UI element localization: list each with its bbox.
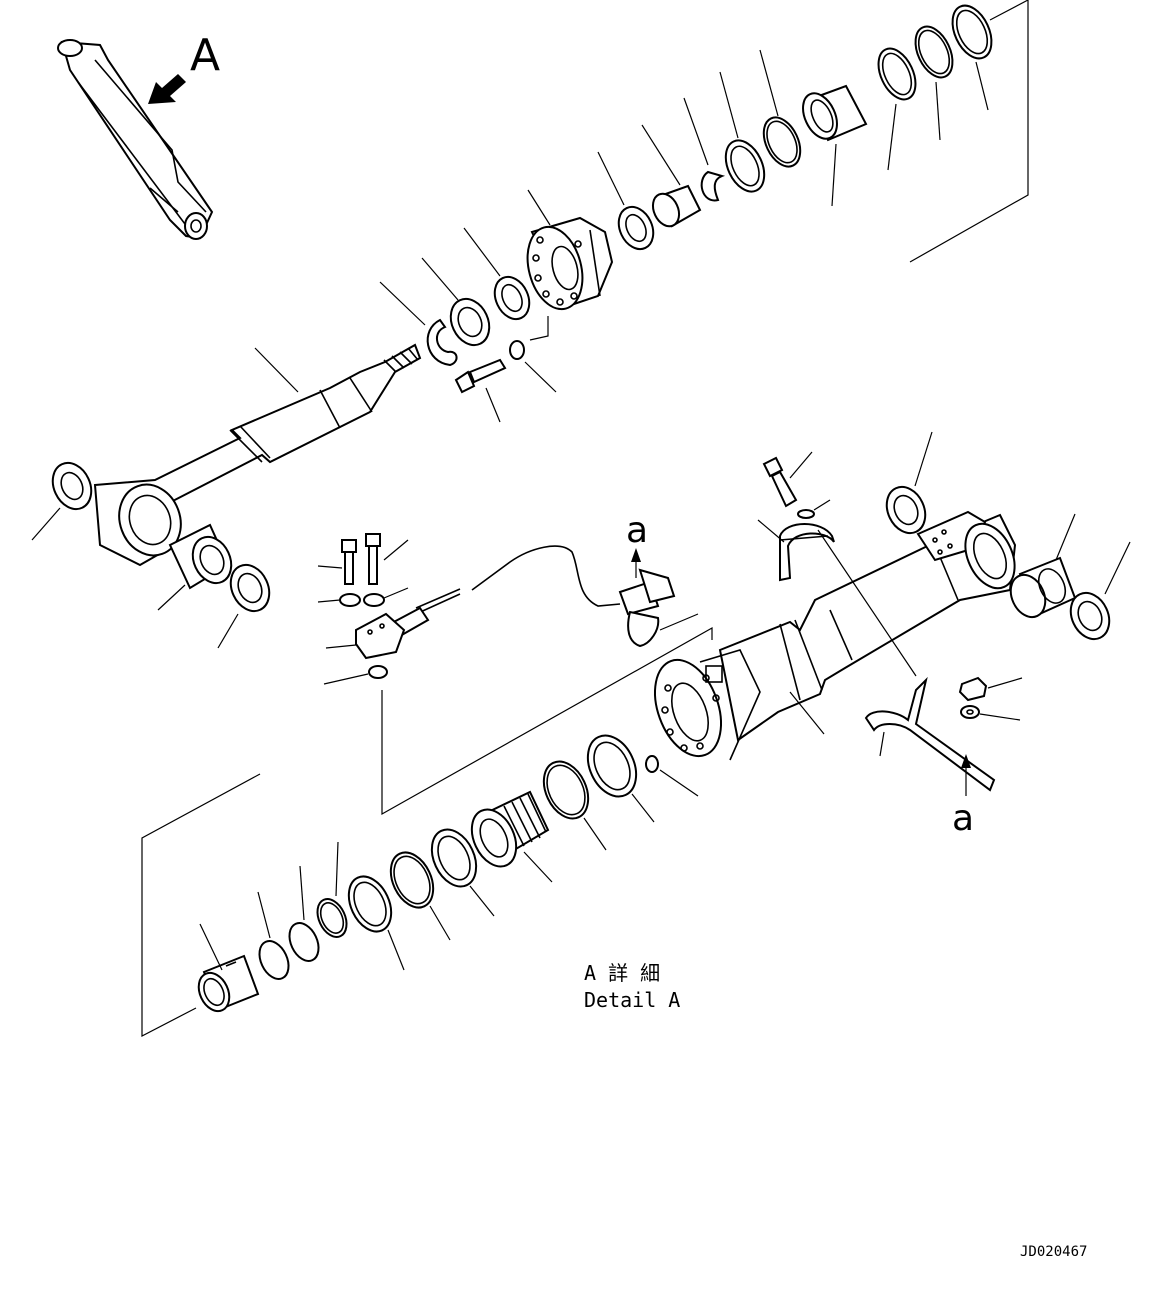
piston-seal-ring-a [586, 734, 655, 823]
rod-bushing-ring [421, 257, 491, 347]
clamp-guide-line [817, 529, 917, 677]
pipe-fitting-upper [618, 568, 699, 648]
head-bolt [454, 358, 507, 423]
cylinder-bottom-flange [654, 649, 761, 761]
rod-end-bushing-left [31, 461, 93, 541]
view-marker-label: A [190, 30, 220, 81]
detail-title-japanese: A 詳 細 [584, 961, 660, 985]
head-seal-group-bracket [909, 0, 1029, 263]
clamp-bolt [762, 451, 813, 508]
buffer-ring [597, 151, 655, 251]
pipe-flange [325, 612, 406, 660]
connection-arrow-upper [631, 548, 641, 578]
rod-end-bushing [157, 523, 233, 611]
cushion-ring-3 [257, 891, 290, 980]
bracket-nut [958, 676, 1023, 702]
hydraulic-pipe [388, 545, 621, 638]
drawing-number: JD020467 [1020, 1244, 1087, 1260]
cushion-sleeve [197, 923, 260, 1013]
piston-nut [645, 755, 699, 797]
cushion-ring-2 [288, 865, 320, 962]
tube-end-bushing [1009, 513, 1077, 619]
connection-marker-a-upper: a [626, 510, 648, 551]
cylinder-head [526, 189, 614, 341]
head-seal-ring-2 [914, 25, 954, 141]
piston-rod [93, 343, 422, 567]
overview-cylinder-thumbnail [57, 39, 214, 240]
piston-ring-e [347, 875, 405, 971]
piston-ring-d [389, 851, 451, 941]
cylinder-tube [718, 510, 1017, 742]
flange-bolt-2 [365, 533, 409, 585]
piston [470, 790, 553, 883]
connection-marker-a-lower: a [952, 798, 974, 839]
bracket-washer [960, 705, 1021, 721]
head-bolt-washer [509, 340, 557, 393]
pipe-clamp [757, 519, 835, 582]
flange-bolt-1 [317, 539, 357, 585]
rod-seal-ring [463, 227, 531, 321]
head-seal-ring-3 [951, 4, 993, 111]
buffer-bushing [641, 124, 702, 228]
tube-end-seal [1069, 541, 1131, 641]
head-wear-sleeve [802, 84, 868, 207]
flange-washer-2 [363, 587, 409, 607]
piston-seal-ring-b [542, 760, 607, 851]
rod-end-seal [217, 563, 271, 649]
connection-arrow-lower [961, 754, 971, 796]
o-ring-head-1 [719, 71, 766, 193]
detail-title-english: Detail A [584, 988, 680, 1012]
backup-ring-small [683, 97, 726, 202]
head-seal-ring-1 [877, 47, 917, 171]
clamp-washer [797, 499, 831, 519]
pipe-bracket [864, 676, 996, 792]
o-ring-head-2 [759, 49, 802, 168]
tube-end-bushing-left [885, 431, 933, 535]
view-arrow-icon [148, 74, 186, 104]
snap-ring [379, 281, 458, 367]
piston-ring-c [430, 828, 495, 917]
flange-washer-1 [317, 593, 361, 607]
piston-seal-group-bracket [141, 626, 713, 1037]
flange-o-ring [323, 665, 388, 685]
cushion-ring-1 [316, 841, 348, 938]
